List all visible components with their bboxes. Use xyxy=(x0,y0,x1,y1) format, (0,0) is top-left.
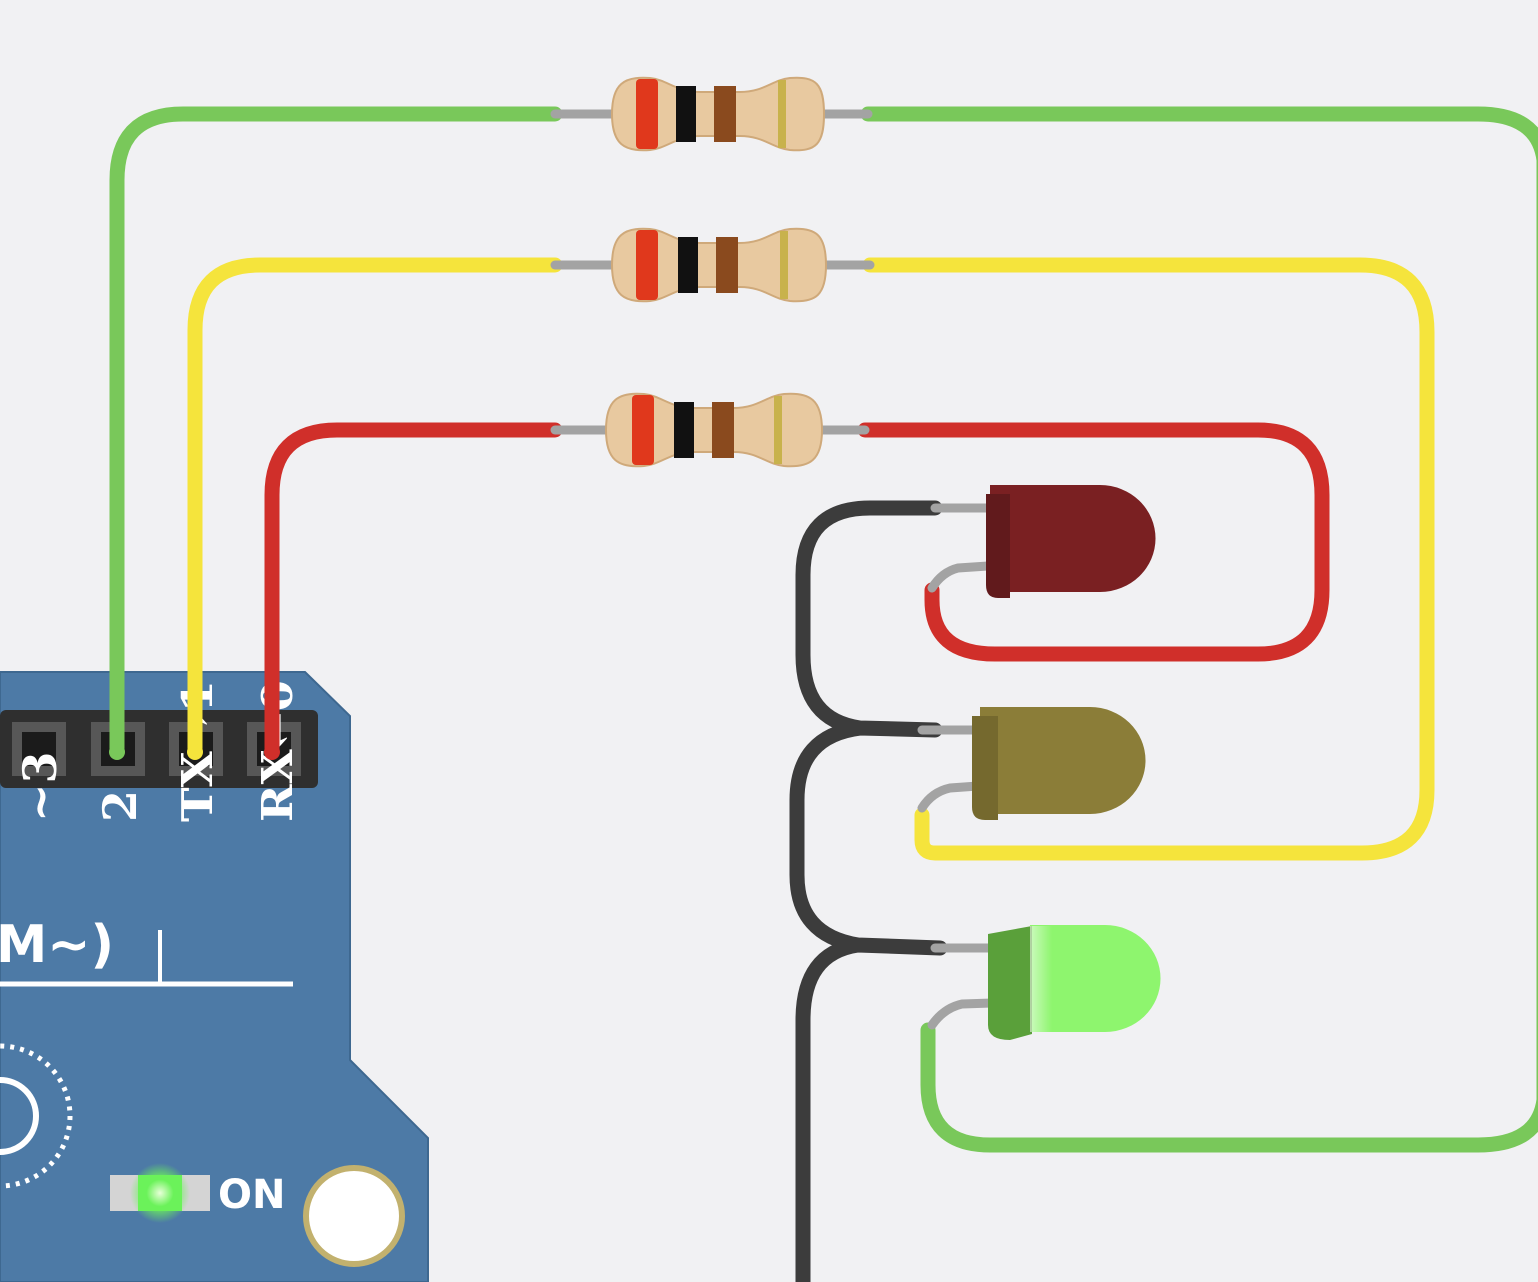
resistor-2[interactable] xyxy=(550,227,875,303)
pwm-label: M~) xyxy=(0,915,114,975)
power-led-label: ON xyxy=(218,1172,285,1218)
header-socket-3[interactable] xyxy=(12,722,66,776)
wire-red-led[interactable] xyxy=(857,422,1330,662)
wire-green-pin2[interactable] xyxy=(109,106,563,756)
board-pcb xyxy=(0,671,429,1282)
wire-end-pin0 xyxy=(264,744,280,760)
pin-label-2: 2 xyxy=(93,790,147,822)
power-led xyxy=(110,1163,210,1223)
resistor-3[interactable] xyxy=(550,392,870,468)
led-green[interactable] xyxy=(927,925,1161,1040)
wire-ground[interactable] xyxy=(789,500,948,1282)
wire-yellow-pin1[interactable] xyxy=(187,257,563,756)
arduino-board[interactable]: ~3 2 TX→1 RX←0 M~) ON xyxy=(0,671,429,1282)
wire-end-pin2 xyxy=(109,744,125,760)
wire-yellow-led[interactable] xyxy=(862,257,1435,861)
pin-header xyxy=(0,710,318,788)
resistor-1[interactable] xyxy=(550,76,873,152)
led-yellow[interactable] xyxy=(917,707,1146,820)
reset-button[interactable] xyxy=(0,1077,39,1155)
wire-red-pin0[interactable] xyxy=(264,422,563,756)
wire-end-pin1 xyxy=(187,744,203,760)
wire-green-led[interactable] xyxy=(860,106,1538,1153)
reset-button-ring[interactable] xyxy=(0,1043,73,1189)
led-red[interactable] xyxy=(927,485,1156,598)
mounting-hole xyxy=(303,1165,405,1267)
pin-label-3: ~3 xyxy=(13,751,67,822)
